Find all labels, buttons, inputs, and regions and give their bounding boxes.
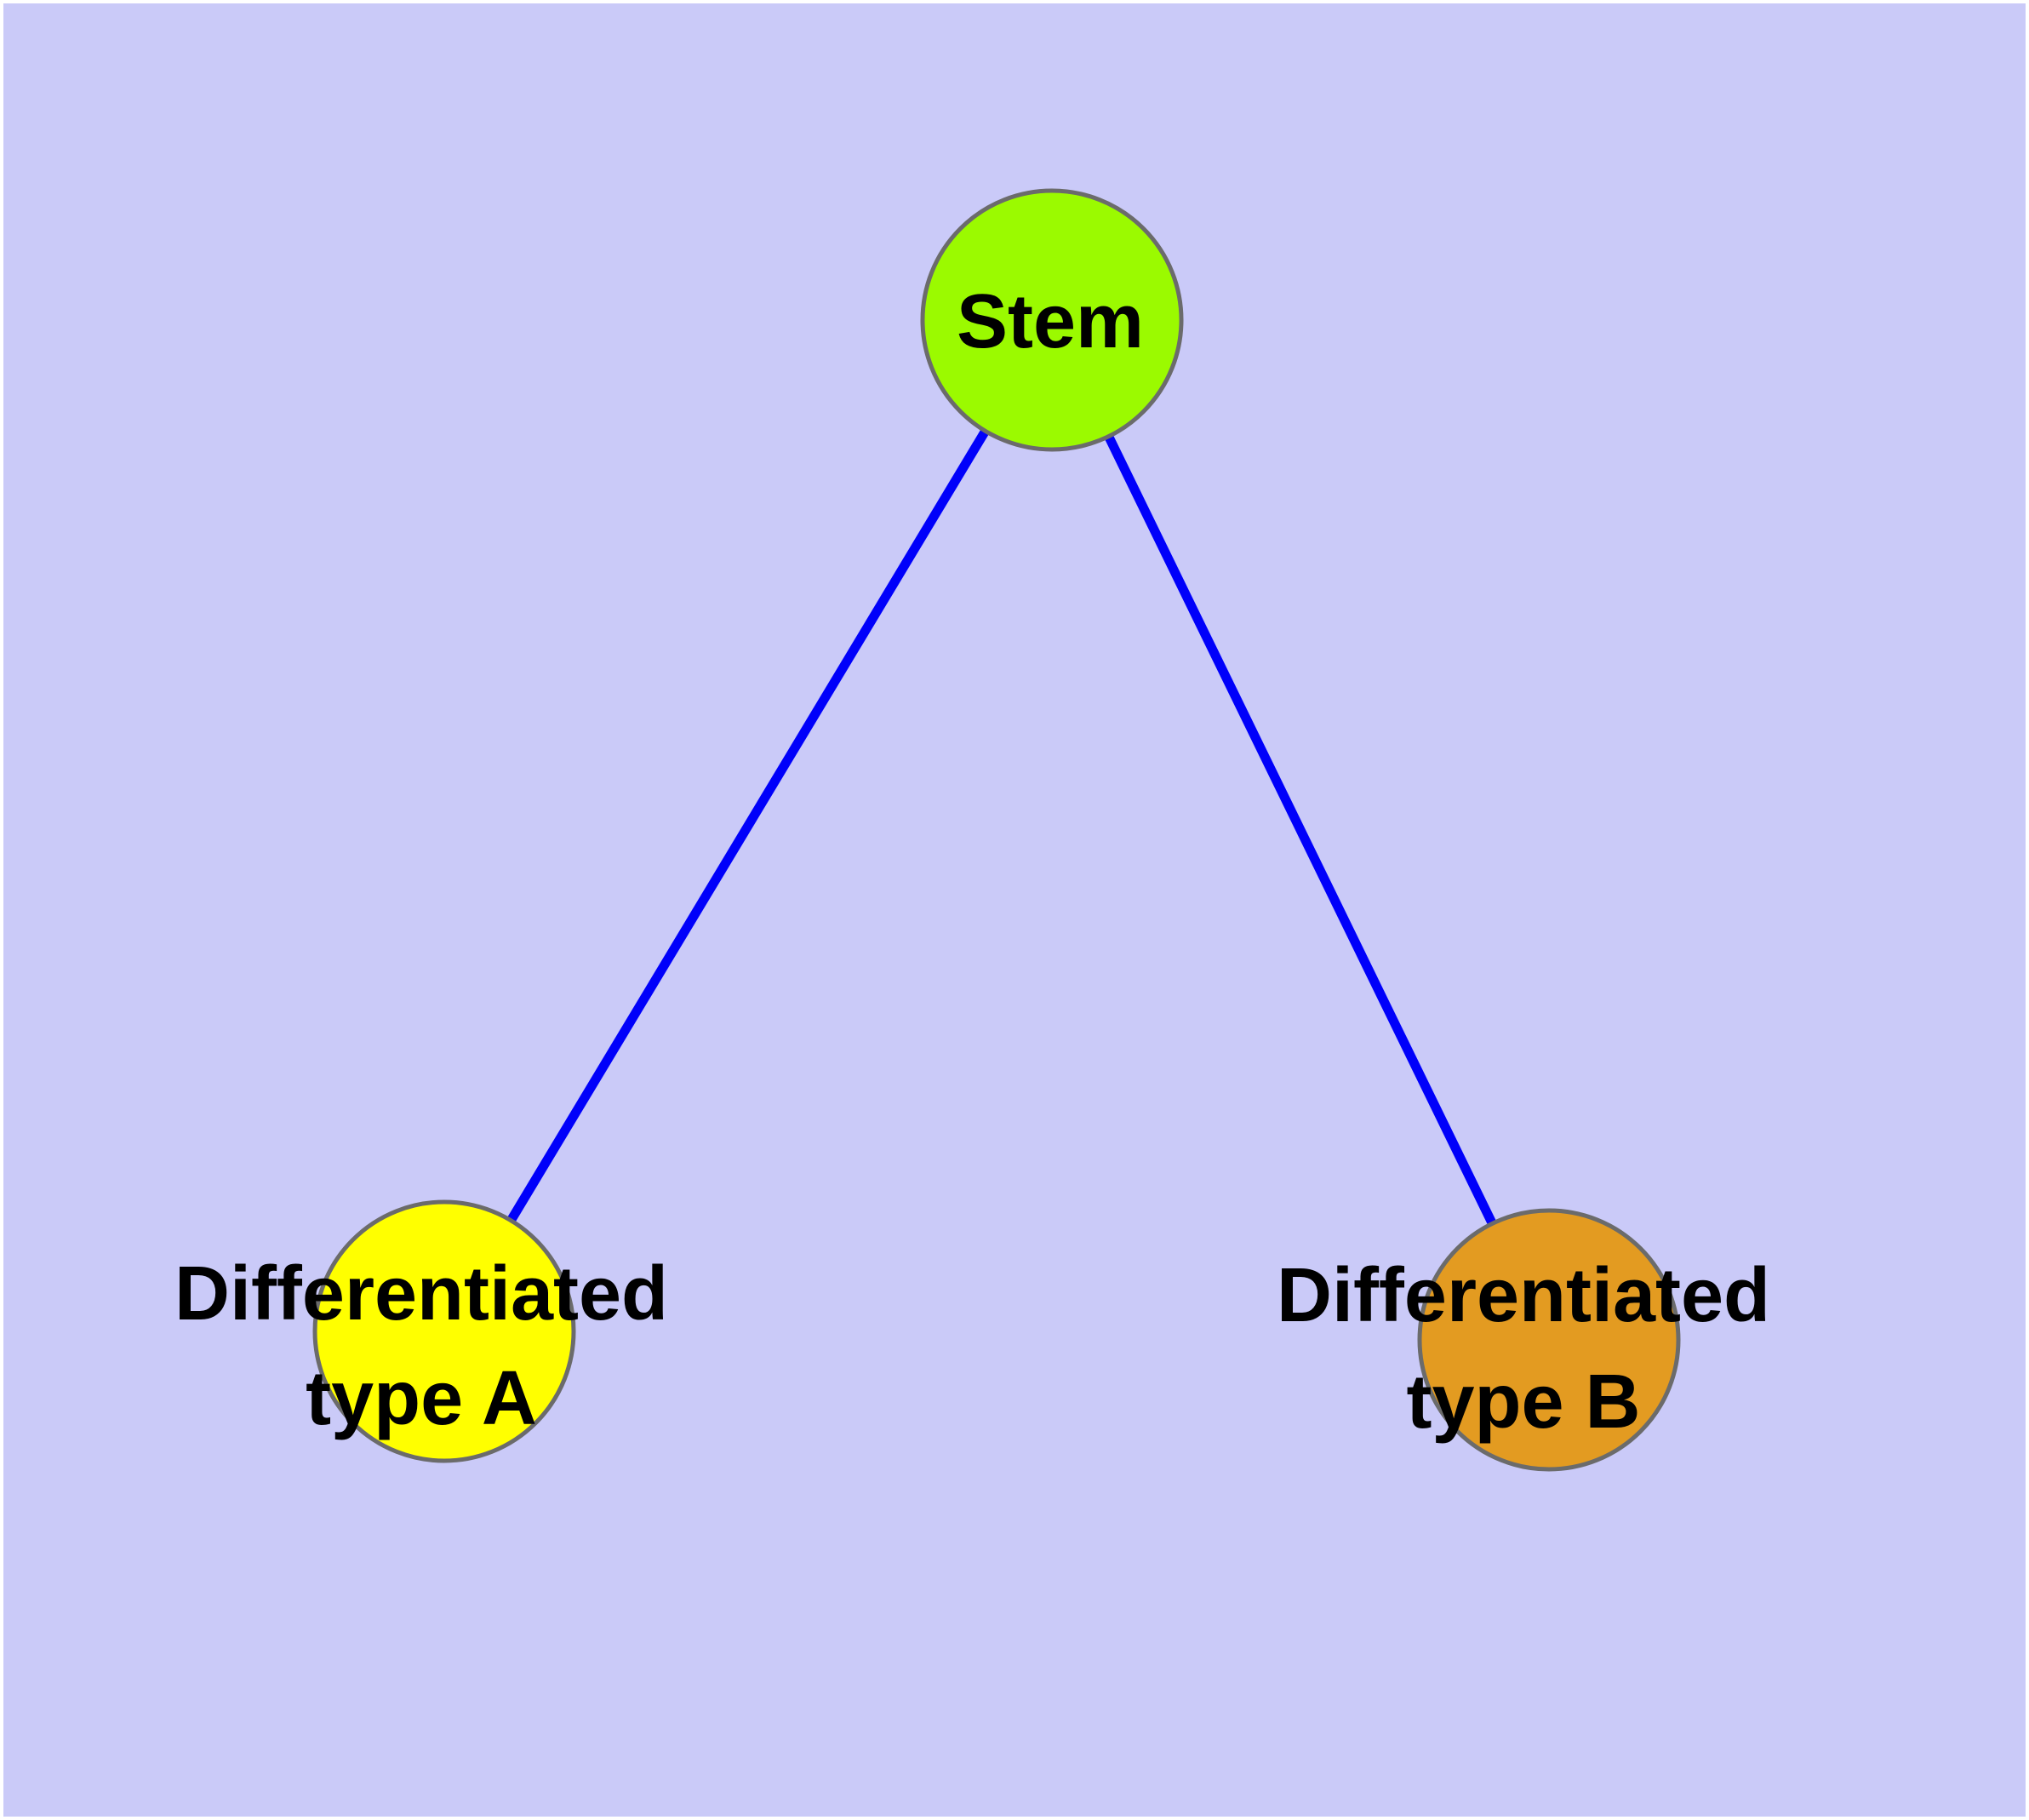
edge-stem-to-type-b [1048, 318, 1553, 1342]
edge-stem-to-type-a [440, 318, 1056, 1334]
type-b-label-line-2: type B [1406, 1359, 1640, 1445]
differentiated-type-b-node [1417, 1208, 1681, 1472]
type-a-label-line-2: type A [306, 1356, 537, 1441]
type-b-label-line-1: Differentiated [1277, 1253, 1770, 1338]
stem-node [920, 188, 1184, 452]
stem-node-label: Stem [957, 279, 1144, 364]
type-a-label-line-1: Differentiated [174, 1251, 668, 1336]
differentiated-type-a-node [312, 1199, 576, 1463]
